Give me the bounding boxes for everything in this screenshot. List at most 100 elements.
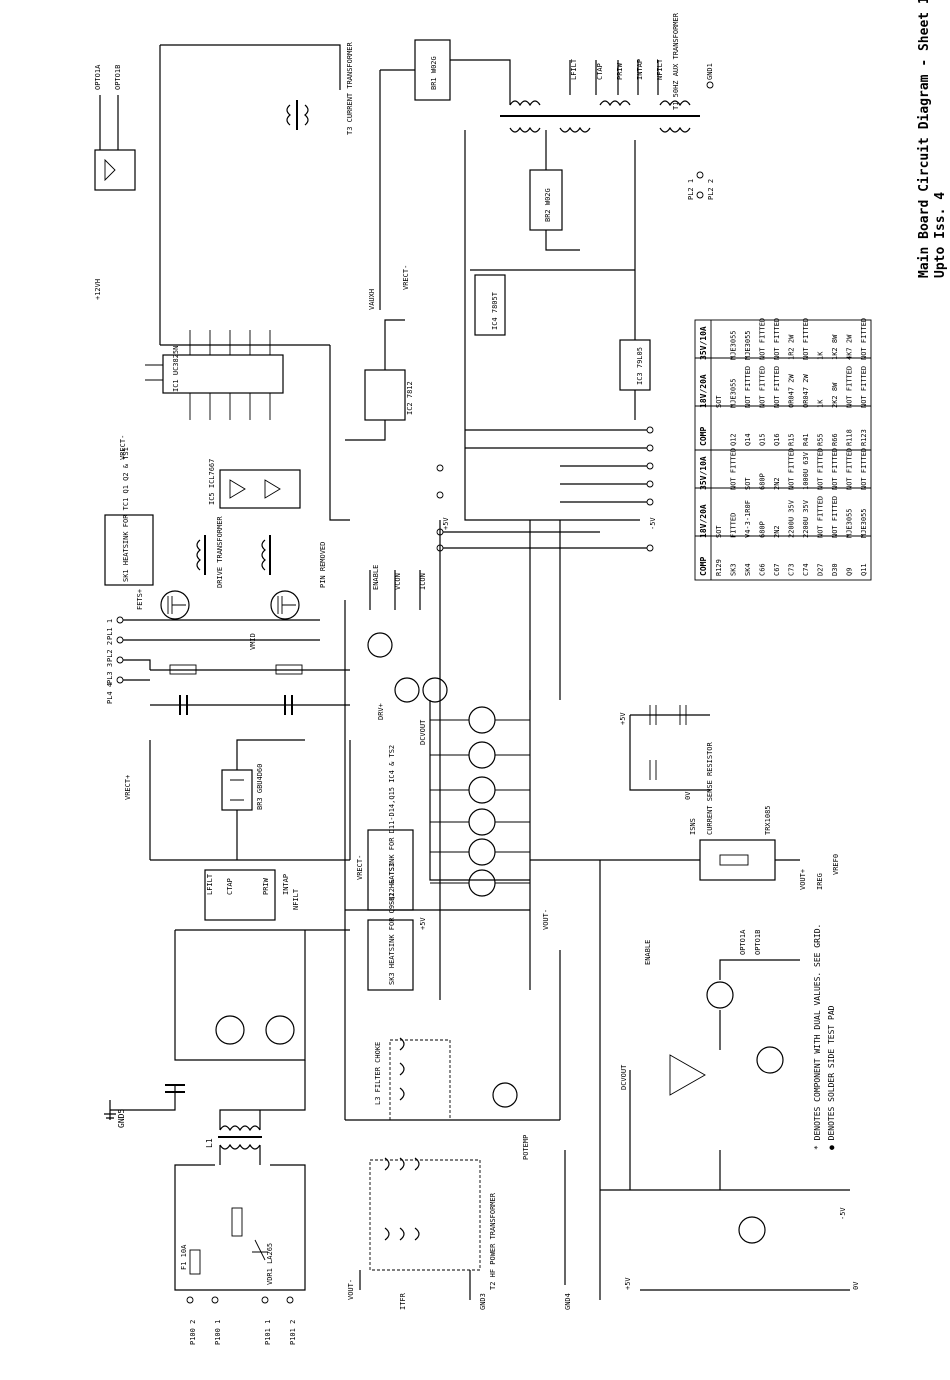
table-cell: MJE3055 — [860, 508, 868, 538]
table-cell: NOT FITTED — [773, 366, 781, 408]
transistor-q9 — [468, 838, 496, 866]
pin-pl2-2-label: PL2 2 — [707, 179, 715, 200]
hf-power-transformer-t2[interactable]: T2 HF POWER TRANSFORMER — [369, 1157, 497, 1290]
net-vrect-minus-1: VRECT- — [356, 855, 364, 880]
table-cell: R55 — [817, 433, 825, 446]
table-cell: NOT FITTED — [846, 366, 854, 408]
pin-pl1-4[interactable] — [646, 462, 654, 470]
pin-p100-1[interactable] — [211, 1296, 219, 1304]
pin-pl2-2[interactable] — [696, 191, 704, 199]
pin-p100-2-label: P100 2 — [189, 1320, 197, 1345]
ic2-7812[interactable]: IC2 7812 — [345, 319, 414, 441]
net-enable-bottom: ENABLE — [644, 940, 652, 965]
net-zero-v-2: 0V — [852, 1281, 860, 1290]
aux-transformer-t1[interactable]: T1 50HZ AUX TRANSFORMER — [500, 12, 700, 133]
net-plus5v-2: +5V — [624, 1277, 632, 1290]
net-plus5v-4: +5V — [442, 517, 450, 530]
value-table-right-text: COMP18V/20A35V/10ASOTQ12MJE3055MJE3055Q1… — [699, 318, 868, 446]
transistor-q11 — [468, 741, 496, 769]
pin-pl1-6[interactable] — [646, 498, 654, 506]
pin-pl1-9[interactable] — [436, 464, 444, 472]
table-header: 35V/10A — [699, 326, 708, 360]
l1-label: L1 — [205, 1138, 214, 1148]
net-ireg: IREG — [816, 873, 824, 890]
heatsink-sk3: SK3 HEATSINK FOR Q9-Q12 & TS3 — [367, 863, 414, 991]
net-itfr: ITFR — [399, 1292, 407, 1310]
pin-pl1[interactable] — [116, 616, 124, 624]
table-header: COMP — [699, 427, 708, 446]
mosfet-q2 — [270, 590, 300, 620]
pin-pl1-15[interactable] — [646, 544, 654, 552]
net-vrect-plus-1: VRECT+ — [124, 775, 132, 800]
ic4-7805[interactable]: IC4 7805T — [474, 274, 506, 336]
table-header: 35V/10A — [699, 456, 708, 490]
pin-p100-1-label: P100 1 — [214, 1320, 222, 1345]
table-cell: R15 — [788, 433, 796, 446]
current-sense-resistor[interactable]: CURRENT SENSE RESISTOR TRX1085 — [530, 741, 800, 881]
pin-pl2-label: PL2 2 — [106, 641, 114, 662]
switch-sw2[interactable] — [204, 869, 276, 921]
mains-input: F1 10A VDR1 LA265 P100 2 P100 1 P101 1 P… — [174, 1164, 306, 1345]
gnd1: GND1 — [706, 63, 714, 89]
net-lfilt-low: LFILT — [206, 873, 214, 895]
net-vout-plus: VOUT+ — [799, 869, 807, 890]
table-cell: NOT FITTED — [773, 318, 781, 360]
pin-pl1-5[interactable] — [646, 480, 654, 488]
bridge-br3: BR3 GBU4D60 — [149, 739, 351, 861]
table-cell: 0R047 2W — [802, 373, 810, 408]
net-vout-minus-1: VOUT- — [347, 1279, 355, 1300]
transistor-q4 — [394, 677, 420, 703]
ic5-icl7667[interactable]: IC5 ICL7667 — [208, 459, 301, 509]
net-opto1b: OPTO1B — [114, 65, 122, 90]
title-block: Main Board Circuit Diagram - Sheet 1 Upt… — [917, 0, 948, 278]
net-priw-top: PRIW — [616, 62, 624, 80]
pin-pl3[interactable] — [116, 656, 124, 664]
pin-pl2[interactable] — [116, 636, 124, 644]
pin-pl2-1-label: PL2 1 — [687, 179, 695, 200]
pin-p100-2[interactable] — [186, 1296, 194, 1304]
output-transistor-bank — [429, 690, 531, 897]
bridge-br1[interactable]: BR1 W02G — [414, 39, 451, 101]
ic3-79l05[interactable]: IC3 79L05 — [619, 339, 651, 391]
pin-pl2-1[interactable] — [696, 171, 704, 179]
pin-p101-2-label: P101 2 — [289, 1320, 297, 1345]
current-transformer-t3[interactable]: T3 CURRENT TRANSFORMER — [286, 41, 354, 135]
net-plus5v-1: +5V — [619, 712, 627, 725]
table-cell: 1R2 2W — [788, 334, 796, 360]
net-minus5v-1: -5V — [839, 1207, 847, 1220]
pin-pl1-8[interactable] — [436, 491, 444, 499]
table-cell: R129 — [715, 559, 723, 576]
pin-pl1-label: PL1 1 — [106, 619, 114, 640]
opto1[interactable] — [94, 149, 136, 191]
pin-pl1-2[interactable] — [646, 426, 654, 434]
table-cell: C66 — [759, 563, 767, 576]
ic1-uc3825[interactable]: IC1 UC3825N — [145, 330, 284, 420]
br2-label: BR2 W02G — [544, 188, 552, 222]
bridge-br2[interactable]: BR2 W02G — [529, 169, 563, 231]
reservoir-caps — [150, 664, 350, 715]
fuse-f1 — [189, 1249, 201, 1275]
pin-p101-1[interactable] — [261, 1296, 269, 1304]
net-drv-plus: DRV+ — [377, 703, 385, 720]
notes: * DENOTES COMPONENT WITH DUAL VALUES. SE… — [813, 924, 836, 1150]
br1-label: BR1 W02G — [430, 56, 438, 90]
table-cell: Q12 — [730, 433, 738, 446]
net-opto1a-bottom: OPTO1A — [739, 929, 747, 955]
table-cell: D30 — [831, 563, 839, 576]
ic4-label: IC4 7805T — [491, 291, 499, 330]
table-cell: C73 — [788, 563, 796, 576]
table-cell: NOT FITTED — [846, 448, 854, 490]
pin-p101-2[interactable] — [286, 1296, 294, 1304]
pin-pl4[interactable] — [116, 676, 124, 684]
pl1-connector — [436, 426, 654, 552]
resistor-r112 — [231, 1207, 243, 1237]
title-line1: Main Board Circuit Diagram - Sheet 1 — [917, 0, 932, 278]
table-cell: NOT FITTED — [817, 496, 825, 538]
net-plus5v-3: +5V — [419, 917, 427, 930]
pin-pl1-3[interactable] — [646, 444, 654, 452]
fuse-label: F1 10A — [180, 1244, 188, 1270]
title-line2: Upto Iss. 4 — [933, 192, 948, 278]
filter-choke-l3[interactable]: L3 FILTER CHOKE — [374, 1037, 451, 1121]
table-cell: NOT FITTED — [759, 318, 767, 360]
transistor-q7 — [756, 1046, 784, 1074]
